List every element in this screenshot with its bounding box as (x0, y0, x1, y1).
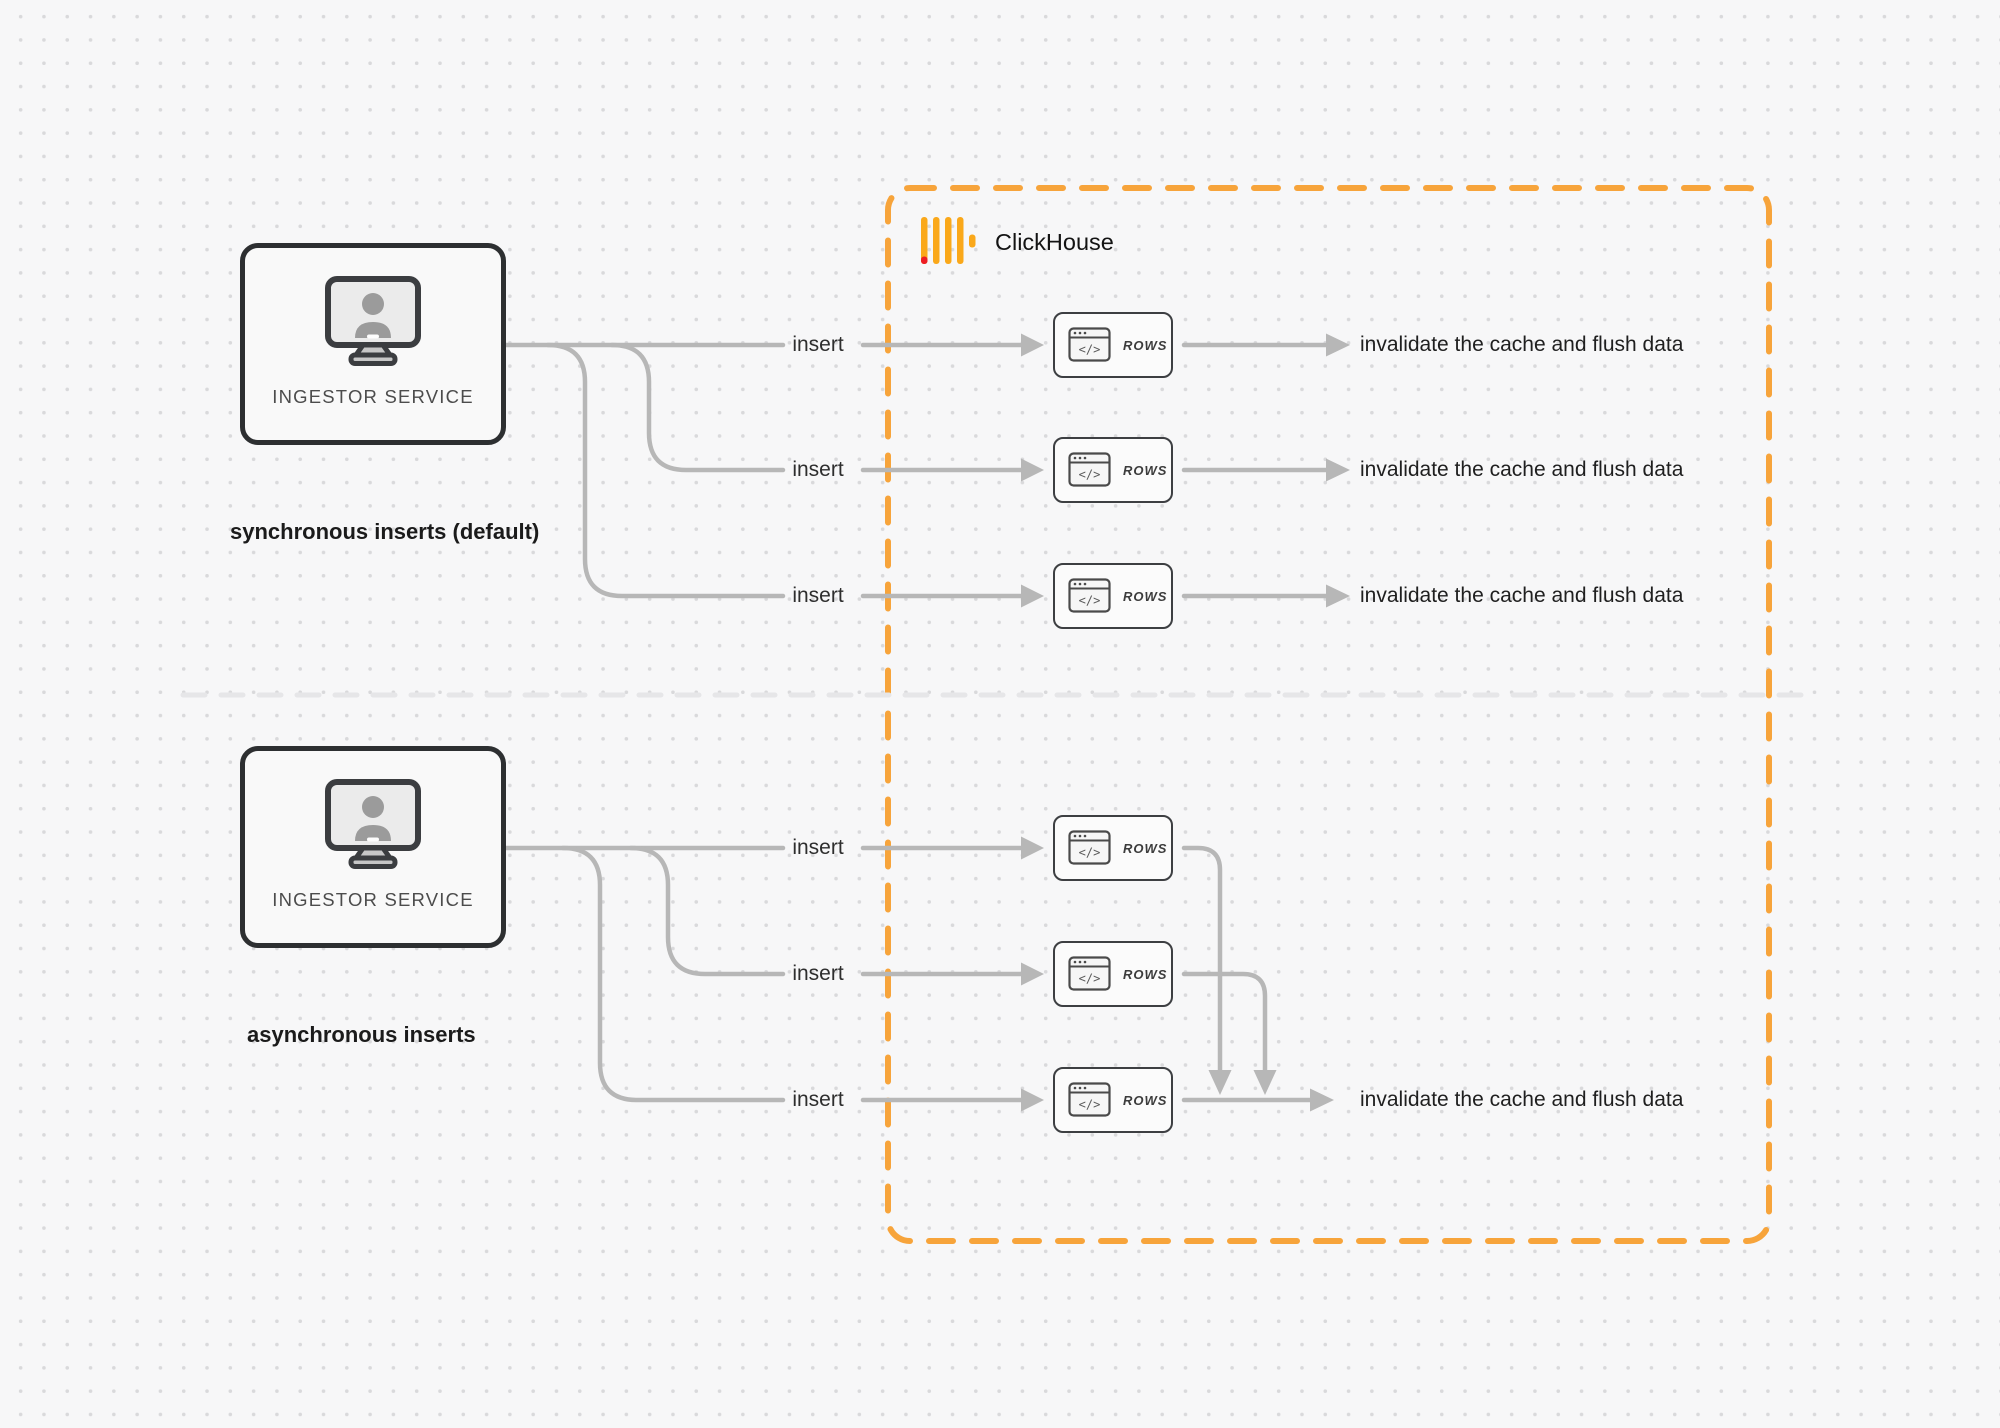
monitor-user-icon (325, 276, 421, 366)
svg-text:</>: </> (1079, 846, 1101, 860)
sync-arrowheads (1021, 333, 1350, 608)
code-window-icon: </> (1068, 830, 1111, 865)
rows-card-label: ROWS (1123, 1092, 1168, 1108)
sync-result-label-2: invalidate the cache and flush data (1360, 458, 1684, 481)
sync-branch-row3 (545, 342, 786, 599)
rows-card-sync-3: </> ROWS (1053, 563, 1180, 636)
code-window-icon: </> (1068, 956, 1111, 991)
ingestor-service-label-async: INGESTOR SERVICE (272, 889, 474, 910)
async-insert-label-1: insert (792, 836, 844, 859)
sync-insert-label-3: insert (792, 584, 844, 607)
ingestor-service-box-sync: INGESTOR SERVICE (240, 243, 506, 445)
monitor-user-icon (325, 779, 421, 869)
async-caption: asynchronous inserts (247, 1022, 476, 1047)
ingestor-service-box-async: INGESTOR SERVICE (240, 746, 506, 948)
code-window-icon: </> (1068, 327, 1111, 362)
svg-text:</>: </> (1079, 972, 1101, 986)
async-converge-line-2 (1181, 971, 1268, 1073)
rows-card-label: ROWS (1123, 840, 1168, 856)
rows-card-sync-2: </> ROWS (1053, 437, 1180, 510)
clickhouse-dashed-container (885, 185, 1772, 1244)
rows-card-label: ROWS (1123, 337, 1168, 353)
svg-text:</>: </> (1079, 1098, 1101, 1112)
code-window-icon: </> (1068, 578, 1111, 613)
rows-card-async-3: </> ROWS (1053, 1067, 1180, 1140)
sync-result-label-1: invalidate the cache and flush data (1360, 333, 1684, 356)
sync-result-label-3: invalidate the cache and flush data (1360, 584, 1684, 607)
rows-card-async-2: </> ROWS (1053, 941, 1180, 1014)
svg-text:</>: </> (1079, 594, 1101, 608)
rows-card-async-1: </> ROWS (1053, 815, 1180, 888)
code-window-icon: </> (1068, 1082, 1111, 1117)
sync-insert-label-1: insert (792, 333, 844, 356)
clickhouse-title: ClickHouse (995, 228, 1114, 255)
clickhouse-logo: ClickHouse (916, 215, 1114, 269)
sync-caption: synchronous inserts (default) (230, 519, 540, 544)
rows-card-label: ROWS (1123, 966, 1168, 982)
async-insert-label-3: insert (792, 1088, 844, 1111)
svg-text:</>: </> (1079, 343, 1101, 357)
svg-text:</>: </> (1079, 468, 1101, 482)
rows-card-label: ROWS (1123, 588, 1168, 604)
async-branch-row3 (560, 845, 786, 1103)
rows-card-sync-1: </> ROWS (1053, 312, 1180, 385)
rows-card-label: ROWS (1123, 462, 1168, 478)
async-branch-row2 (628, 845, 786, 977)
async-arrowheads (1021, 836, 1334, 1112)
async-converge-line-1 (1181, 845, 1223, 1073)
code-window-icon: </> (1068, 452, 1111, 487)
ingestor-service-label-sync: INGESTOR SERVICE (272, 386, 474, 407)
sync-insert-label-2: insert (792, 458, 844, 481)
async-connectors (503, 845, 1313, 1103)
sync-connectors (503, 342, 1329, 599)
async-result-label: invalidate the cache and flush data (1360, 1088, 1684, 1111)
clickhouse-logo-icon (921, 217, 976, 264)
sync-branch-row2 (609, 342, 786, 473)
async-insert-label-2: insert (792, 962, 844, 985)
